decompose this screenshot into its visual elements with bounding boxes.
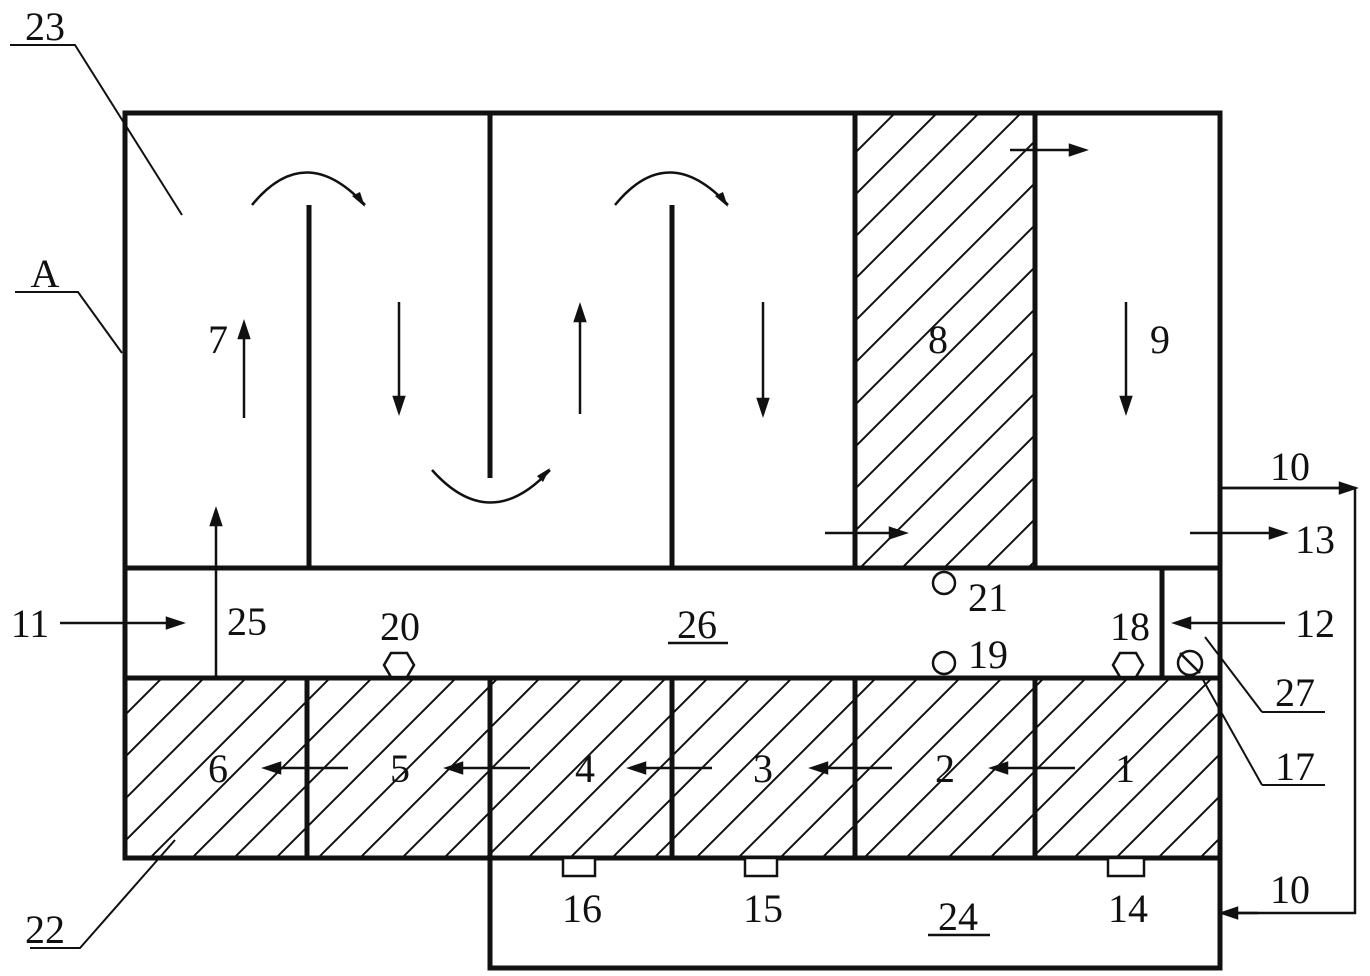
outlet-16 (561, 856, 597, 878)
label-5: 5 (390, 746, 410, 791)
label-4: 4 (575, 746, 595, 791)
components (382, 570, 1204, 878)
label-8: 8 (928, 317, 948, 362)
label-1: 1 (1115, 746, 1135, 791)
labels: 1 2 3 4 5 6 7 8 9 10 10 11 12 13 14 15 1… (11, 4, 1335, 952)
label-26: 26 (677, 602, 717, 647)
label-24: 24 (938, 894, 978, 939)
label-11: 11 (11, 601, 50, 646)
label-25: 25 (227, 599, 267, 644)
label-23: 23 (25, 4, 65, 49)
label-16: 16 (562, 886, 602, 931)
hatched-column-8 (855, 113, 1035, 568)
sensor-19 (931, 650, 957, 676)
label-2: 2 (935, 746, 955, 791)
outlet-14 (1106, 856, 1146, 878)
label-3: 3 (753, 746, 773, 791)
label-15: 15 (743, 886, 783, 931)
label-A: A (31, 251, 60, 296)
label-10-top: 10 (1270, 444, 1310, 489)
label-19: 19 (968, 632, 1008, 677)
label-12: 12 (1295, 601, 1335, 646)
curved-arrow-heads (352, 192, 728, 482)
label-17: 17 (1275, 744, 1315, 789)
leader-lines (10, 44, 1325, 949)
label-13: 13 (1295, 517, 1335, 562)
baffles (306, 113, 675, 568)
label-27: 27 (1275, 670, 1315, 715)
label-6: 6 (208, 746, 228, 791)
valve-18 (1111, 651, 1145, 679)
label-22: 22 (25, 907, 65, 952)
label-20: 20 (380, 604, 420, 649)
label-21: 21 (968, 575, 1008, 620)
curved-flow-arrows (251, 171, 729, 504)
underlines (668, 641, 990, 937)
label-18: 18 (1110, 604, 1150, 649)
outlet-15 (743, 856, 779, 878)
label-7: 7 (208, 317, 228, 362)
label-9: 9 (1150, 317, 1170, 362)
valve-20 (382, 651, 416, 679)
label-14: 14 (1108, 886, 1148, 931)
sensor-21 (931, 570, 957, 596)
label-10-bottom: 10 (1270, 867, 1310, 912)
flow-arrows (60, 143, 1359, 920)
